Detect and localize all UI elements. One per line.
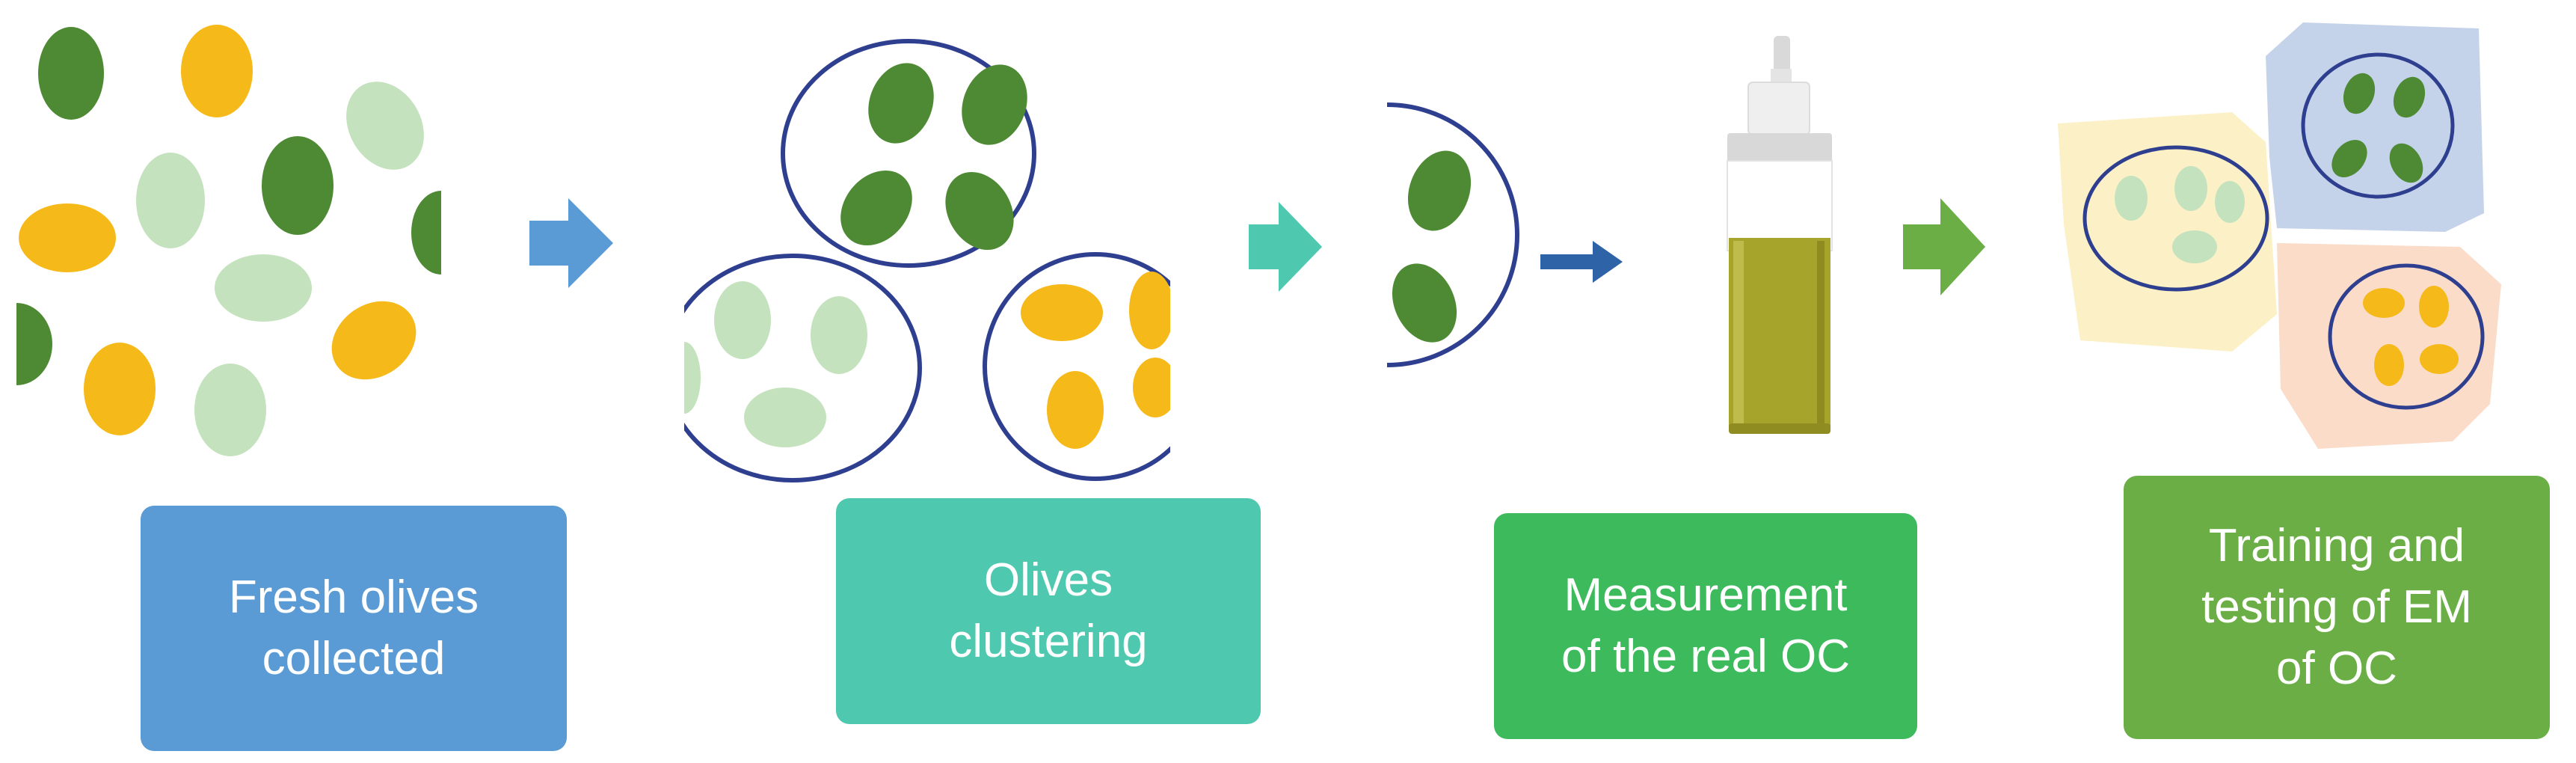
cluster-ring bbox=[684, 254, 922, 482]
bg-yellow bbox=[2058, 112, 2277, 352]
step-label-training-testing: Training and testing of EM of OC bbox=[2124, 476, 2550, 739]
olive-yellow bbox=[1047, 371, 1104, 449]
step-label-measurement: Measurement of the real OC bbox=[1494, 513, 1917, 739]
olive-light bbox=[215, 254, 312, 322]
step-label-olives-clustering: Olives clustering bbox=[836, 498, 1261, 724]
label-line: clustering bbox=[949, 616, 1148, 667]
olive-dark bbox=[962, 64, 1027, 145]
olive-light bbox=[346, 82, 424, 170]
olive-yellow bbox=[2419, 286, 2449, 328]
label-line: Measurement bbox=[1564, 569, 1848, 622]
olive-light bbox=[136, 153, 205, 248]
olive-dark bbox=[868, 63, 934, 144]
olive-yellow bbox=[19, 203, 116, 272]
olive-dark bbox=[2343, 73, 2376, 114]
cluster-ring bbox=[781, 39, 1036, 268]
cluster-ring bbox=[2328, 263, 2485, 410]
clustered-olives-group bbox=[684, 39, 1170, 482]
step-label-fresh-olives: Fresh olives collected bbox=[141, 506, 567, 751]
cluster-ring bbox=[2301, 52, 2455, 199]
olive-dark bbox=[2389, 143, 2423, 183]
olive-dark-partial bbox=[411, 191, 441, 275]
olive-light bbox=[194, 364, 266, 456]
olive-yellow bbox=[1021, 284, 1103, 341]
olive-dark bbox=[38, 27, 104, 120]
bottle-icon bbox=[1727, 36, 1833, 434]
olive-yellow bbox=[2363, 288, 2405, 318]
label-line: testing of EM bbox=[2201, 581, 2472, 634]
olive-yellow bbox=[84, 343, 156, 435]
olive-yellow bbox=[1133, 358, 1170, 417]
olive-light bbox=[811, 296, 867, 374]
label-line: of OC bbox=[2276, 642, 2397, 694]
cluster-ring bbox=[1386, 102, 1519, 367]
olive-yellow bbox=[331, 301, 416, 380]
olive-yellow bbox=[2420, 344, 2459, 374]
arrow-right-icon bbox=[1540, 241, 1623, 283]
olive-dark-partial bbox=[16, 303, 52, 385]
olive-light bbox=[714, 281, 771, 359]
arrow-right-icon bbox=[1249, 202, 1322, 292]
cluster-ring bbox=[983, 252, 1170, 481]
olive-dark bbox=[2331, 139, 2367, 178]
olive-yellow bbox=[2374, 344, 2404, 386]
olive-light bbox=[684, 342, 701, 414]
arrow-right-icon bbox=[1903, 198, 1985, 295]
training-clusters-group bbox=[2058, 22, 2501, 449]
olive-dark bbox=[1407, 150, 1472, 231]
olive-light bbox=[2172, 230, 2217, 263]
label-line: Fresh olives bbox=[228, 572, 479, 624]
label-line: Training and bbox=[2208, 520, 2465, 572]
dark-cluster-group bbox=[1386, 102, 1519, 367]
olive-light bbox=[2115, 176, 2148, 221]
olive-dark bbox=[262, 136, 333, 235]
fresh-olives-group bbox=[16, 25, 441, 456]
olive-dark bbox=[945, 171, 1014, 251]
olive-light bbox=[744, 387, 826, 447]
cluster-ring bbox=[2082, 145, 2269, 292]
arrow-right-icon bbox=[529, 198, 613, 288]
olive-light bbox=[2174, 166, 2207, 211]
olive-yellow bbox=[1129, 272, 1170, 349]
olive-yellow bbox=[181, 25, 253, 117]
olive-light bbox=[2215, 181, 2245, 223]
olive-dark bbox=[840, 170, 912, 246]
olive-dark bbox=[2393, 76, 2426, 118]
label-line: of the real OC bbox=[1561, 631, 1850, 682]
olive-dark bbox=[1392, 263, 1457, 343]
label-line: collected bbox=[262, 633, 446, 684]
label-line: Olives bbox=[983, 554, 1113, 607]
